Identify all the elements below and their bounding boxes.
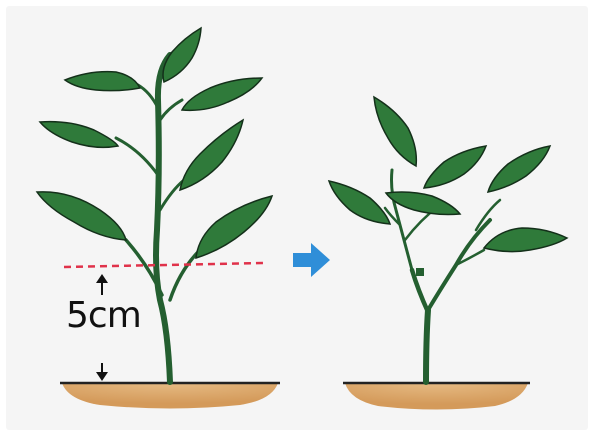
leaf: [424, 146, 486, 188]
leaf: [329, 181, 390, 224]
plant-after-pruning: [329, 97, 567, 410]
leaf: [488, 146, 550, 192]
cut-stump: [416, 268, 424, 276]
cut-line: [64, 263, 264, 267]
plant-before-pruning: [37, 28, 280, 409]
arrowhead-down-icon: [96, 372, 108, 381]
leaf: [374, 97, 416, 166]
leaf: [196, 196, 272, 258]
arrowhead-up-icon: [96, 274, 108, 283]
leaf: [65, 72, 140, 91]
leaves-right: [329, 97, 567, 252]
soil-mound-left: [62, 383, 278, 409]
leaf: [180, 120, 243, 190]
leaf: [484, 228, 567, 252]
right-arrow-icon: [293, 243, 330, 277]
measurement-label: 5cm: [66, 298, 141, 334]
leaf: [40, 122, 118, 148]
leaf: [37, 192, 126, 240]
leaf: [182, 78, 262, 110]
soil-mound-right: [345, 383, 528, 410]
